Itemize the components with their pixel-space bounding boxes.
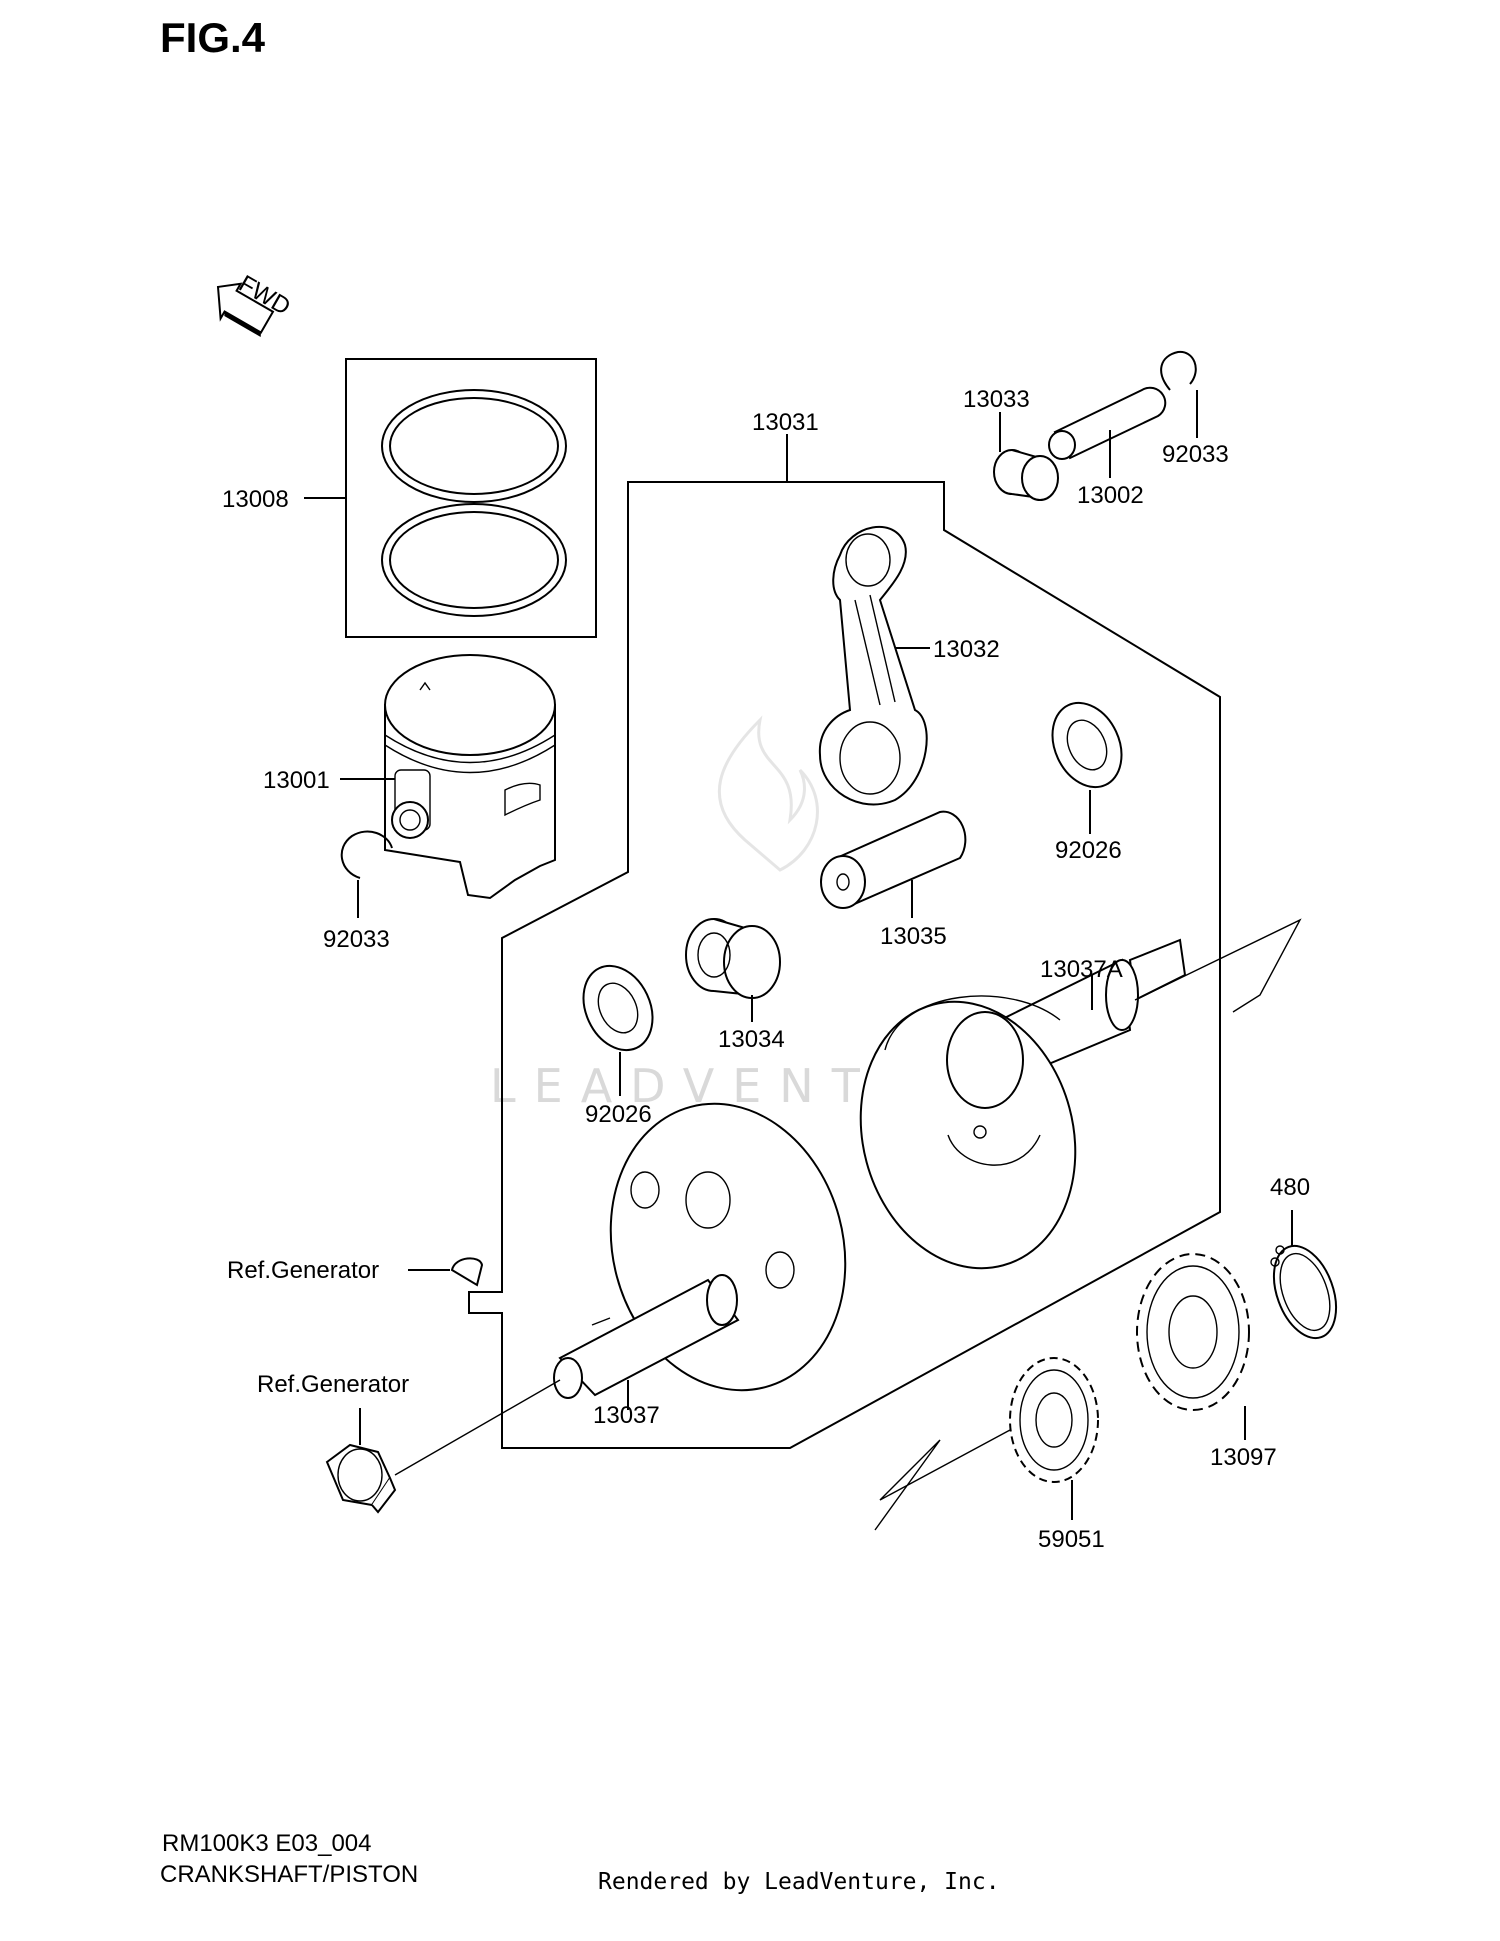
callout-13031: 13031 (752, 409, 819, 436)
callout-13001: 13001 (263, 767, 330, 794)
callout-13037: 13037 (593, 1402, 660, 1429)
callout-13035: 13035 (880, 923, 947, 950)
connecting-rod (818, 526, 928, 806)
callout-13002: 13002 (1077, 482, 1144, 509)
watermark-logo (717, 715, 819, 872)
crank-pin (820, 810, 967, 909)
piston-pin (1048, 386, 1167, 460)
callout-92033-right: 92033 (1162, 441, 1229, 468)
snap-ring (1270, 1244, 1338, 1340)
piston-ring-upper (381, 389, 567, 503)
crankshaft-left-half (553, 1102, 847, 1399)
callout-13008: 13008 (222, 486, 289, 513)
callout-13032: 13032 (933, 636, 1000, 663)
big-end-needle-bearing (685, 918, 781, 999)
flange-nut (325, 1443, 397, 1514)
thrust-washer-lower (582, 964, 654, 1052)
woodruff-key (450, 1257, 484, 1287)
circlip-right (1160, 350, 1197, 391)
callout-ref-generator-key: Ref.Generator (227, 1257, 379, 1284)
pump-drive-gear-59051 (1009, 1357, 1099, 1483)
piston-ring-lower (381, 503, 567, 617)
fwd-arrow-icon (216, 282, 275, 337)
callout-92026-lower: 92026 (585, 1101, 652, 1128)
primary-drive-gear-13097 (1136, 1253, 1250, 1411)
model-code: RM100K3 E03_004 (162, 1830, 371, 1857)
crankshaft-right-half (859, 938, 1187, 1270)
callout-ref-generator-nut: Ref.Generator (257, 1371, 409, 1398)
callout-13097: 13097 (1210, 1444, 1277, 1471)
small-needle-bearing (993, 449, 1059, 501)
section-name: CRANKSHAFT/PISTON (160, 1861, 418, 1888)
callout-92026-upper: 92026 (1055, 837, 1122, 864)
thrust-washer-upper (1051, 701, 1123, 789)
figure-title: FIG.4 (160, 14, 266, 61)
callout-13033: 13033 (963, 386, 1030, 413)
crankshaft-assembly-outline (468, 481, 1221, 1449)
callout-13037a: 13037A (1040, 956, 1123, 983)
callout-92033-left: 92033 (323, 926, 390, 953)
callout-480: 480 (1270, 1174, 1310, 1201)
callout-13034: 13034 (718, 1026, 785, 1053)
circlip-left (340, 830, 393, 879)
piston-ring-box (345, 358, 597, 638)
rendered-by: Rendered by LeadVenture, Inc. (598, 1869, 1000, 1895)
piston (384, 654, 556, 900)
callout-59051: 59051 (1038, 1526, 1105, 1553)
